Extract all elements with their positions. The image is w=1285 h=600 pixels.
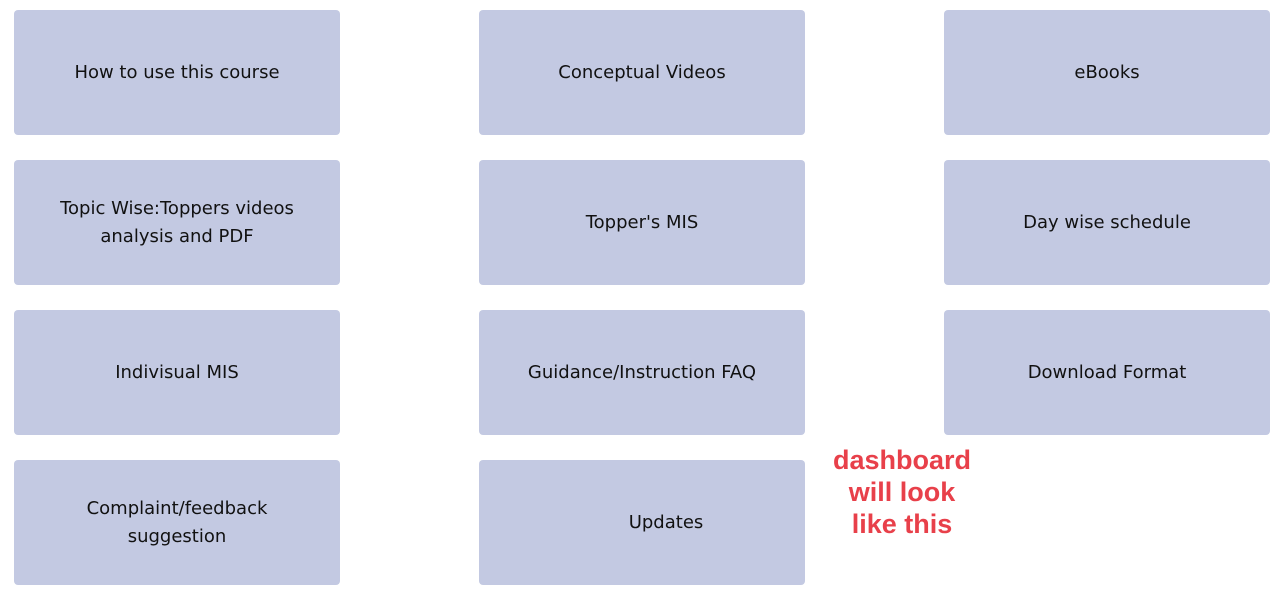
tile-label: Complaint/feedback suggestion <box>86 497 268 547</box>
tile-label: Conceptual Videos <box>558 61 726 83</box>
tile-guidance-instruction-faq[interactable]: Guidance/Instruction FAQ <box>479 310 805 435</box>
tile-complaint-feedback-suggestion[interactable]: Complaint/feedback suggestion <box>14 460 340 585</box>
tile-label: Updates <box>628 511 704 533</box>
annotation-line: dashboard <box>832 445 972 475</box>
dashboard-annotation: dashboard will look like this <box>826 444 978 540</box>
tile-label: Topper's MIS <box>585 211 699 233</box>
tile-conceptual-videos[interactable]: Conceptual Videos <box>479 10 805 135</box>
tile-label: How to use this course <box>74 61 280 83</box>
annotation-line: will look <box>848 477 956 507</box>
annotation-line: like this <box>851 509 953 539</box>
tile-updates[interactable]: Updates <box>479 460 805 585</box>
tile-label: Guidance/Instruction FAQ <box>527 361 757 383</box>
tile-how-to-use-this-course[interactable]: How to use this course <box>14 10 340 135</box>
tile-toppers-mis[interactable]: Topper's MIS <box>479 160 805 285</box>
tile-download-format[interactable]: Download Format <box>944 310 1270 435</box>
tile-ebooks[interactable]: eBooks <box>944 10 1270 135</box>
tile-label: Download Format <box>1027 361 1187 383</box>
tile-label: Topic Wise:Toppers videos analysis and P… <box>60 197 294 247</box>
tile-topic-wise-toppers-videos[interactable]: Topic Wise:Toppers videos analysis and P… <box>14 160 340 285</box>
tile-indivisual-mis[interactable]: Indivisual MIS <box>14 310 340 435</box>
tile-day-wise-schedule[interactable]: Day wise schedule <box>944 160 1270 285</box>
tile-label: Indivisual MIS <box>115 361 239 383</box>
tile-label: eBooks <box>1074 61 1140 83</box>
tile-label: Day wise schedule <box>1023 211 1191 233</box>
